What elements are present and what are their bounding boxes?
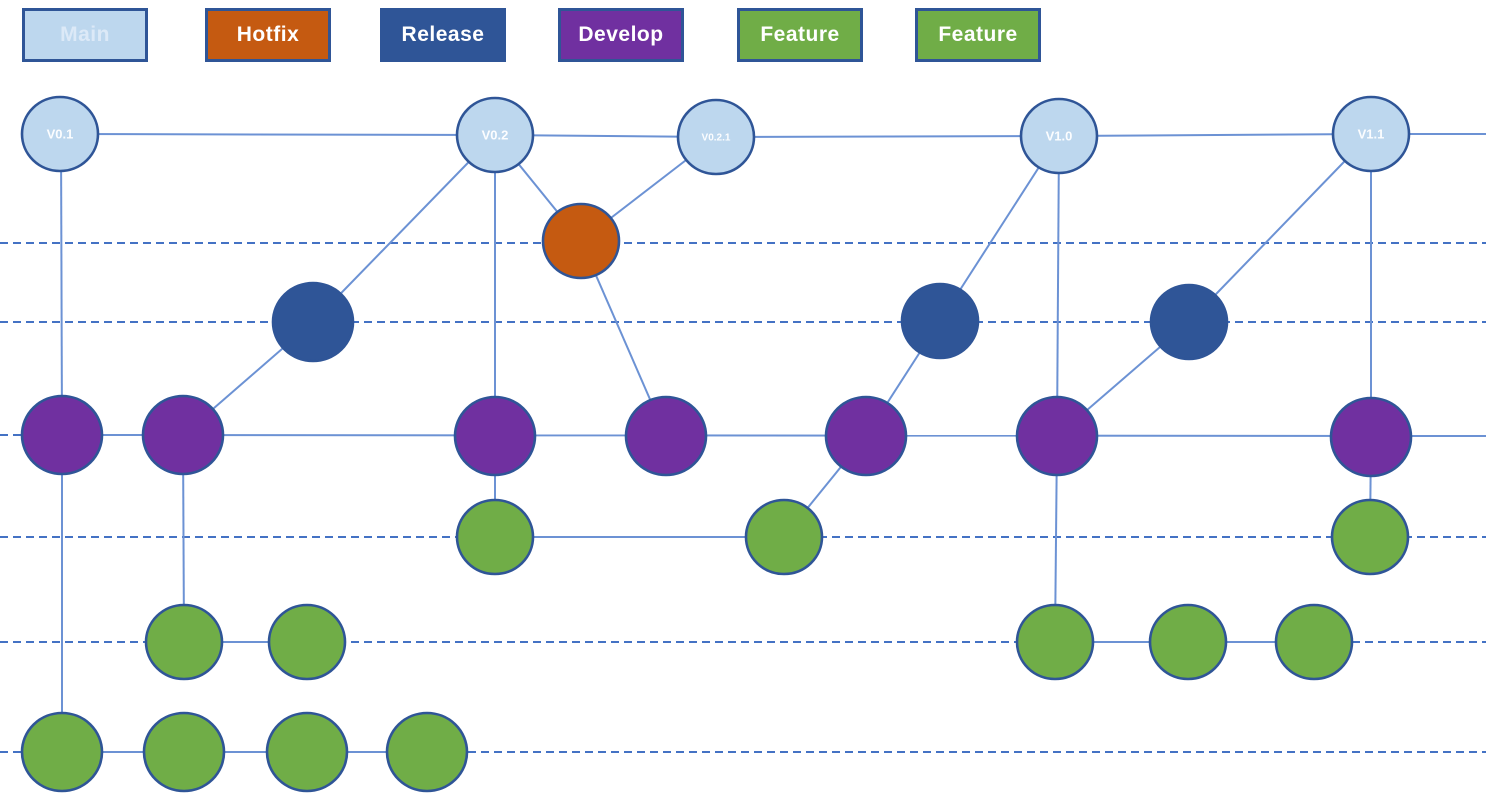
- legend-item-label: Feature: [938, 23, 1018, 46]
- commit-node-feature: [142, 711, 226, 793]
- develop-commit-circle: [624, 395, 708, 477]
- commit-node-feature: [1015, 603, 1095, 681]
- develop-commit-circle: [20, 394, 104, 476]
- commit-node-feature: [265, 711, 349, 793]
- branch-edge-line: [312, 134, 496, 323]
- commit-node-develop: [453, 395, 537, 477]
- feature-commit-circle: [1274, 603, 1354, 681]
- commit-node-develop: [1015, 395, 1099, 477]
- legend-item-label: Main: [60, 23, 110, 46]
- branch-edge-line: [61, 434, 1486, 437]
- commit-node-main-v1.1: V1.1: [1331, 95, 1411, 173]
- branch-edge-line: [1188, 133, 1372, 323]
- commit-node-release: [900, 282, 980, 360]
- branch-edge-line: [1056, 135, 1060, 437]
- commit-node-main-v1.0: V1.0: [1019, 97, 1099, 175]
- version-tag-label: V0.2: [482, 127, 509, 142]
- branch-edge-line: [59, 133, 496, 136]
- branch-edge-line: [715, 135, 1060, 138]
- legend-item-release: Release: [380, 8, 506, 62]
- legend-item-feature1: Feature: [737, 8, 863, 62]
- commit-node-feature: [1148, 603, 1228, 681]
- commit-node-main-v0.2: V0.2: [455, 96, 535, 174]
- feature-commit-circle: [265, 711, 349, 793]
- legend-item-label: Release: [401, 23, 485, 46]
- commit-node-release: [271, 281, 355, 363]
- commit-node-develop: [1329, 396, 1413, 478]
- release-commit-circle: [271, 281, 355, 363]
- commit-node-feature: [1274, 603, 1354, 681]
- feature-commit-circle: [267, 603, 347, 681]
- legend-item-label: Hotfix: [236, 23, 300, 46]
- main-commit-circle: [676, 98, 756, 176]
- branch-legend: Main Hotfix Release Develop Feature Feature: [0, 0, 1486, 70]
- feature-commit-circle: [385, 711, 469, 793]
- commit-node-develop: [141, 394, 225, 476]
- commit-node-develop: [20, 394, 104, 476]
- develop-commit-circle: [824, 395, 908, 477]
- develop-commit-circle: [1015, 395, 1099, 477]
- feature-commit-circle: [142, 711, 226, 793]
- commit-node-feature: [455, 498, 535, 576]
- develop-commit-circle: [141, 394, 225, 476]
- legend-item-main: Main: [22, 8, 148, 62]
- feature-commit-circle: [744, 498, 824, 576]
- version-tag-label: V1.1: [1358, 126, 1385, 141]
- version-tag-label: V0.2.1: [702, 133, 731, 144]
- branch-edge-line: [60, 133, 63, 436]
- feature-commit-circle: [455, 498, 535, 576]
- commit-node-feature: [1330, 498, 1410, 576]
- feature-commit-circle: [20, 711, 104, 793]
- commit-node-main-v0.1: V0.1: [20, 95, 100, 173]
- commit-node-develop: [824, 395, 908, 477]
- commit-node-hotfix: [541, 202, 621, 280]
- legend-item-develop: Develop: [558, 8, 684, 62]
- feature-commit-circle: [1330, 498, 1410, 576]
- commit-node-feature: [20, 711, 104, 793]
- hotfix-commit-circle: [541, 202, 621, 280]
- commit-node-develop: [624, 395, 708, 477]
- legend-item-feature2: Feature: [915, 8, 1041, 62]
- main-commit-circle: [455, 96, 535, 174]
- commit-node-feature: [385, 711, 469, 793]
- version-tag-label: V0.1: [47, 126, 74, 141]
- commit-node-main-v0.2.1: V0.2.1: [676, 98, 756, 176]
- main-commit-circle: [1331, 95, 1411, 173]
- develop-commit-circle: [1329, 396, 1413, 478]
- legend-item-label: Feature: [760, 23, 840, 46]
- commit-node-feature: [744, 498, 824, 576]
- branch-edge-line: [1058, 133, 1372, 137]
- feature-commit-circle: [144, 603, 224, 681]
- develop-commit-circle: [453, 395, 537, 477]
- legend-item-hotfix: Hotfix: [205, 8, 331, 62]
- version-tag-label: V1.0: [1046, 128, 1073, 143]
- main-commit-circle: [20, 95, 100, 173]
- feature-commit-circle: [1015, 603, 1095, 681]
- release-commit-circle: [900, 282, 980, 360]
- legend-item-label: Develop: [578, 23, 664, 46]
- commit-node-feature: [267, 603, 347, 681]
- release-commit-circle: [1149, 283, 1229, 361]
- main-commit-circle: [1019, 97, 1099, 175]
- commit-node-feature: [144, 603, 224, 681]
- commit-node-release: [1149, 283, 1229, 361]
- feature-commit-circle: [1148, 603, 1228, 681]
